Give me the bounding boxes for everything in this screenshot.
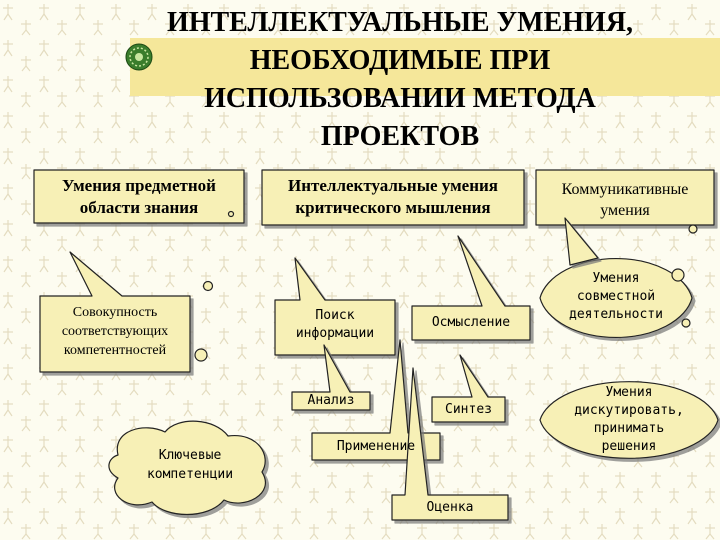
thought-dot [671,268,685,282]
discussion-label: Умения дискутировать, принимать решения [574,385,684,454]
search-info-label: Поиск информации [295,308,375,341]
discussion-ellipse [539,381,719,459]
comprehension-callout [411,235,531,341]
thought-dot [688,224,698,234]
thought-dot [194,348,208,362]
key-competences-label: Ключевые компетенции [146,448,234,482]
key-competences-cloud [108,420,266,516]
critical-thinking-label: Интеллектуальные умения критического мыш… [288,176,498,217]
subject-skills-box [33,169,245,224]
synthesis-label: Синтез [445,402,492,417]
title-highlight-band [130,38,720,96]
communicative-skills-label: Коммуникативные умения [561,181,689,219]
comprehension-label: Осмысление [431,315,511,330]
evaluation-callout [391,367,509,521]
joint-activity-label: Умения совместной деятельности [569,271,663,322]
communicative-skills-box [535,169,715,226]
evaluation-label: Оценка [426,500,474,515]
joint-activity-ellipse [539,257,693,339]
analysis-label: Анализ [307,393,355,408]
green-globe-bullet-icon [125,43,153,71]
application-callout [311,339,441,461]
synthesis-callout [431,354,506,423]
thought-dot [227,210,235,218]
slide-title: ИНТЕЛЛЕКТУАЛЬНЫЕ УМЕНИЯ, НЕОБХОДИМЫЕ ПРИ… [166,7,634,152]
thought-dot [202,280,214,292]
application-label: Применение [336,439,416,454]
analysis-callout [291,344,371,411]
competences-set-label: Совокупность соответствующих компетентно… [61,305,169,358]
search-info-callout [274,257,396,356]
critical-thinking-box [261,169,525,226]
subject-skills-label: Умения предметной области знания [62,176,216,217]
joint-activity-tail [564,217,599,266]
thought-dot [681,318,691,328]
competences-set-callout [39,251,191,373]
